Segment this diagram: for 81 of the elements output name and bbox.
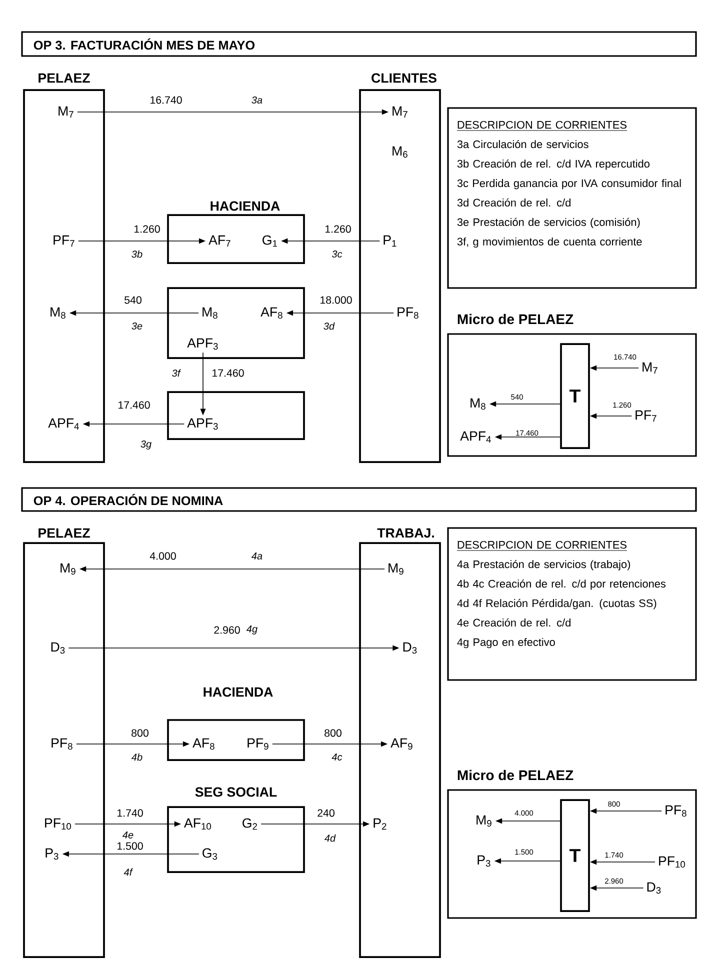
account-text: AF$_{10}$ <box>184 818 212 830</box>
account-text: APF$_{4}$ <box>48 418 79 430</box>
edge-label: 16.740 <box>150 96 182 104</box>
account-text: D$_{3}$ <box>647 882 661 894</box>
account-text: M$_{8}$ <box>50 307 66 319</box>
edge-label: 1.260 <box>134 225 160 233</box>
node-label: SEG SOCIAL <box>195 787 277 797</box>
edge-label: 17.460 <box>212 369 244 377</box>
t-account-box: T <box>560 799 590 912</box>
account-text: PF$_{9}$ <box>248 738 268 750</box>
edge-label: 1.260 <box>325 225 351 233</box>
description-box: DESCRIPCION DE CORRIENTES 3a Circulación de servicios 3b Creación de rel. c/d IVA repercutido 3c Perdida ganancia por IVA consumidor final 3d Creación de rel. c/d 3e Prestación de servicios (comisión) 3f, g movimientos de cuenta corriente <box>447 107 697 289</box>
entity-box <box>167 391 305 440</box>
node-label: HACIENDA <box>204 687 273 697</box>
title-bar: OP 3. FACTURACIÓN MES DE MAYO <box>21 31 697 57</box>
account-text: PF$_{8}$ <box>666 805 686 817</box>
account-text: PF$_{8}$ <box>398 307 418 319</box>
account-text: G$_{2}$ <box>242 818 257 830</box>
flow-code: 3b <box>132 250 142 258</box>
edge-label: 4.000 <box>150 552 176 560</box>
account-text: M$_{7}$ <box>58 106 74 118</box>
account-text: M$_{7}$ <box>642 362 658 374</box>
node-label: PELAEZ <box>38 528 90 538</box>
node-label: TRABAJ. <box>377 528 434 538</box>
account-text: APF$_{3}$ <box>187 338 218 350</box>
account-text: M$_{9}$ <box>60 563 76 575</box>
flow-code: 3c <box>332 250 342 258</box>
node-label: Micro de PELAEZ <box>458 770 574 780</box>
account-text: AF$_{9}$ <box>390 738 412 750</box>
flow-code: 3g <box>140 440 152 450</box>
flow-code: 3d <box>324 322 335 330</box>
account-text: APF$_{3}$ <box>187 418 218 430</box>
account-text: PF$_{10}$ <box>659 856 686 868</box>
edge-label: 240 <box>318 809 334 817</box>
account-text: AF$_{7}$ <box>208 235 230 247</box>
account-text: M$_{8}$ <box>470 398 486 410</box>
account-text: M$_{7}$ <box>392 106 408 118</box>
entity-box <box>167 287 305 359</box>
t-account-box: T <box>560 343 590 449</box>
account-text: P$_{3}$ <box>478 855 490 867</box>
account-text: D$_{3}$ <box>403 642 417 654</box>
account-text: M$_{9}$ <box>476 815 492 827</box>
node-label: PELAEZ <box>38 73 90 83</box>
edge-label: 800 <box>132 729 148 737</box>
account-text: PF$_{7}$ <box>54 235 74 247</box>
flow-code: 3f <box>172 369 182 377</box>
flow-code: 4g <box>246 626 258 634</box>
flow-code: 3e <box>132 322 142 330</box>
account-text: G$_{3}$ <box>202 848 218 860</box>
account-text: M$_{9}$ <box>388 563 404 575</box>
account-text: APF$_{4}$ <box>460 431 491 443</box>
node-label: HACIENDA <box>210 201 280 211</box>
edge-label: 17.460 <box>118 401 150 409</box>
account-text: AF$_{8}$ <box>192 738 214 750</box>
node-label: CLIENTES <box>372 73 436 83</box>
flow-code: 4d <box>324 834 336 842</box>
flow-code: 4e <box>122 832 134 838</box>
edge-label: 1.500 <box>117 842 143 850</box>
edge-label: 18.000 <box>320 296 352 304</box>
description-box: DESCRIPCION DE CORRIENTES 4a Prestación de servicios (trabajo) 4b 4c Creación de rel. c/d por retenciones 4d 4f Relación Pérdida/gan. (cuotas SS) 4e Creación de rel. c/d 4g Pago en efectivo <box>447 527 697 681</box>
node-label: Micro de PELAEZ <box>458 314 574 324</box>
account-text: M$_{8}$ <box>202 307 218 319</box>
edge-label: 800 <box>324 729 342 737</box>
account-text: P$_{2}$ <box>374 818 386 830</box>
edge-label: 540 <box>124 296 142 304</box>
account-text: PF$_{7}$ <box>636 410 656 422</box>
flow-code: 4f <box>124 868 134 876</box>
account-text: AF$_{8}$ <box>260 307 282 319</box>
flow-code: 4c <box>332 754 342 760</box>
flow-code: 3a <box>252 96 262 104</box>
account-text: P$_{1}$ <box>384 235 396 247</box>
account-text: P$_{3}$ <box>46 848 58 860</box>
edge-label: 2.960 <box>214 626 240 634</box>
account-text: PF$_{8}$ <box>52 738 72 750</box>
flow-code: 4a <box>252 552 262 560</box>
flow-code: 4b <box>132 753 142 761</box>
edge-label: 1.740 <box>117 809 143 817</box>
title-bar: OP 4. OPERACIÓN DE NOMINA <box>21 487 697 512</box>
account-text: PF$_{10}$ <box>45 818 72 830</box>
account-text: G$_{1}$ <box>262 235 277 247</box>
account-text: D$_{3}$ <box>51 642 65 654</box>
